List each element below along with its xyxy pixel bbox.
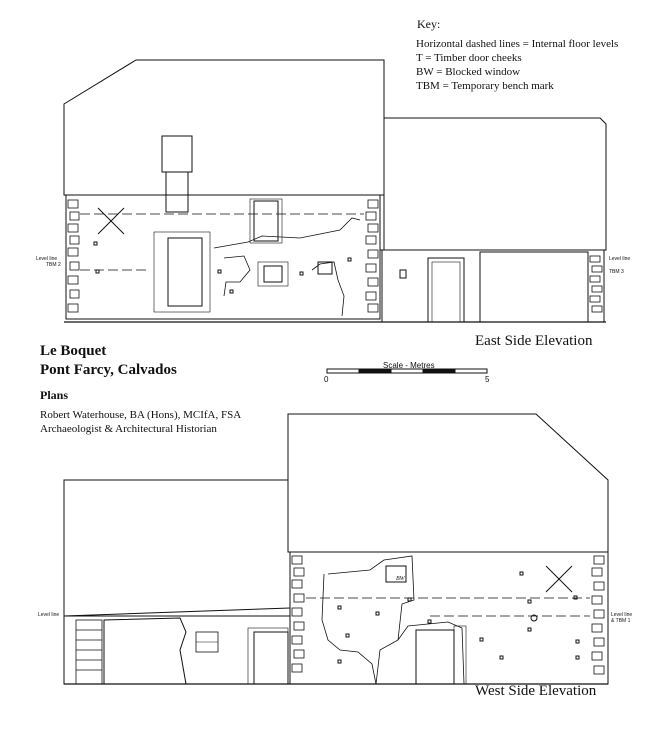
east-chimney <box>161 135 193 173</box>
west-lower-door <box>415 629 455 685</box>
west-elevation <box>63 413 609 685</box>
key-line-blocked-window: BW = Blocked window <box>416 66 521 78</box>
east-wing-door <box>427 257 465 323</box>
scale-bar <box>326 368 488 374</box>
east-main-roof <box>63 59 385 196</box>
east-door <box>167 237 203 307</box>
west-elevation-caption: West Side Elevation <box>475 683 597 699</box>
east-level-line-right: Level line <box>609 256 631 262</box>
west-level-line-right: Level line <box>611 612 633 618</box>
east-wing-roof <box>383 117 607 251</box>
east-elevation-caption: East Side Elevation <box>475 333 593 349</box>
east-tbm-right: TBM 3 <box>609 269 624 275</box>
author-role: Archaeologist & Architectural Historian <box>40 423 217 435</box>
site-title: Le Boquet <box>40 343 107 359</box>
east-main-wall <box>65 194 381 320</box>
key-line-bench-mark: TBM = Temporary bench mark <box>416 80 554 92</box>
key-line-floor-levels: Horizontal dashed lines = Internal floor… <box>416 38 619 50</box>
site-location: Pont Farcy, Calvados <box>40 362 177 378</box>
east-elevation <box>63 59 607 323</box>
west-door <box>253 631 289 685</box>
east-wing-wall <box>381 249 605 323</box>
scale-min: 0 <box>324 375 329 384</box>
west-level-line-left: Level line <box>38 612 60 618</box>
scale-label: Scale - Metres <box>383 361 435 370</box>
plans-heading: Plans <box>40 388 69 402</box>
east-tbm-left: TBM 2 <box>46 262 61 268</box>
east-upper-window <box>253 200 279 242</box>
west-wing-roof <box>63 479 291 617</box>
west-main-wall <box>289 551 609 685</box>
west-main-roof <box>287 413 609 553</box>
key-line-timber-cheeks: T = Timber door cheeks <box>416 52 522 64</box>
scale-max: 5 <box>485 375 490 384</box>
west-bw-label: BW <box>396 576 405 582</box>
key-title: Key: <box>417 17 441 31</box>
east-level-line-left: Level line <box>36 256 58 262</box>
west-tbm-right: & TBM 1 <box>611 618 631 624</box>
author-name: Robert Waterhouse, BA (Hons), MCIfA, FSA <box>40 409 242 421</box>
